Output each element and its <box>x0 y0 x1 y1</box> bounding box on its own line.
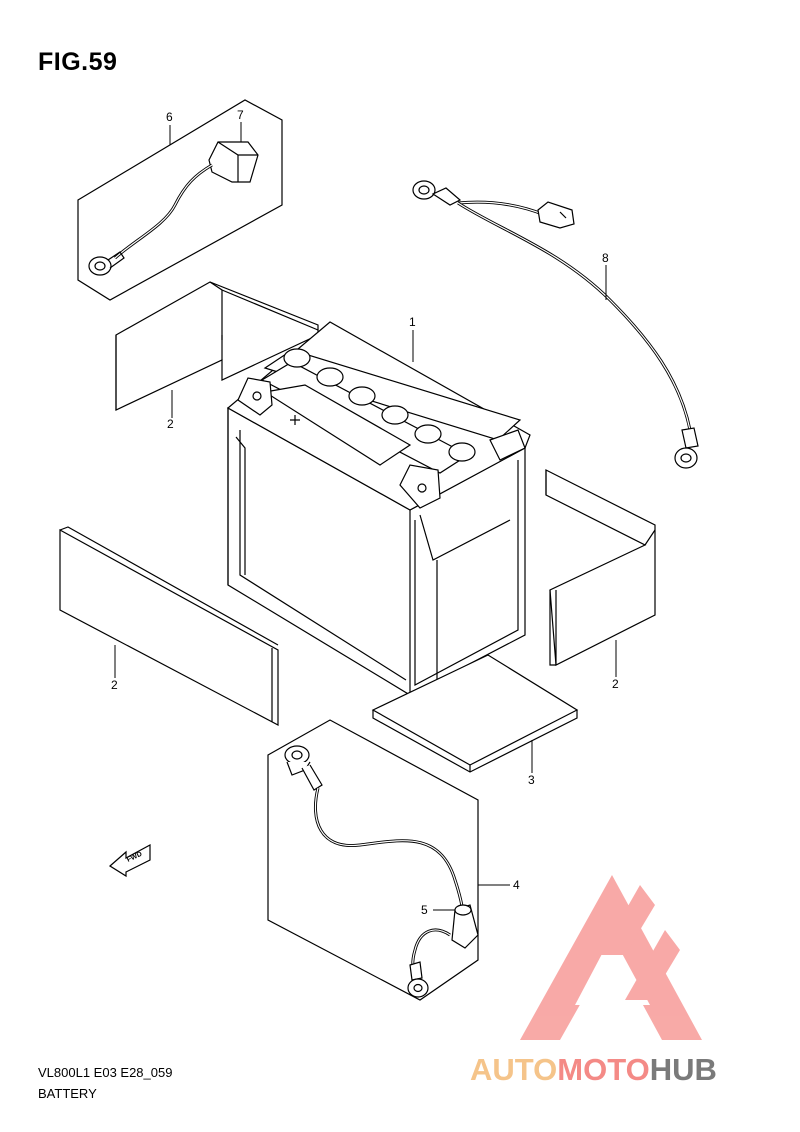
pad-bottom <box>371 654 579 773</box>
lead-wire-8 <box>412 180 699 469</box>
callout-2-left-top: 2 <box>167 417 174 431</box>
watermark-part3: HUB <box>650 1052 717 1087</box>
model-code: VL800L1 E03 E28_059 <box>38 1065 173 1080</box>
callout-2-front: 2 <box>111 678 118 692</box>
section-name: BATTERY <box>38 1086 97 1101</box>
watermark-text: AUTOMOTOHUB <box>470 1052 717 1087</box>
positive-lead-panel <box>77 99 283 301</box>
figure-title: FIG.59 <box>38 48 118 76</box>
callout-4: 4 <box>513 878 520 892</box>
callout-7: 7 <box>237 108 244 122</box>
negative-lead-panel <box>267 719 479 1001</box>
pad-left-top <box>115 281 319 411</box>
callout-2-right: 2 <box>612 677 619 691</box>
callout-labels: 1 2 2 2 3 4 5 6 7 8 <box>111 108 619 917</box>
callout-8: 8 <box>602 251 609 265</box>
pad-front <box>59 526 279 726</box>
battery <box>226 321 531 696</box>
watermark-logo <box>520 875 702 1040</box>
callout-1: 1 <box>409 315 416 329</box>
watermark-part2: MOTO <box>557 1052 649 1087</box>
callout-6: 6 <box>166 110 173 124</box>
watermark-part1: AUTO <box>470 1052 557 1087</box>
callout-5: 5 <box>421 903 428 917</box>
pad-right <box>545 469 656 666</box>
leader-lines <box>114 122 617 911</box>
callout-3: 3 <box>528 773 535 787</box>
fwd-arrow-icon: FWD <box>108 843 151 878</box>
